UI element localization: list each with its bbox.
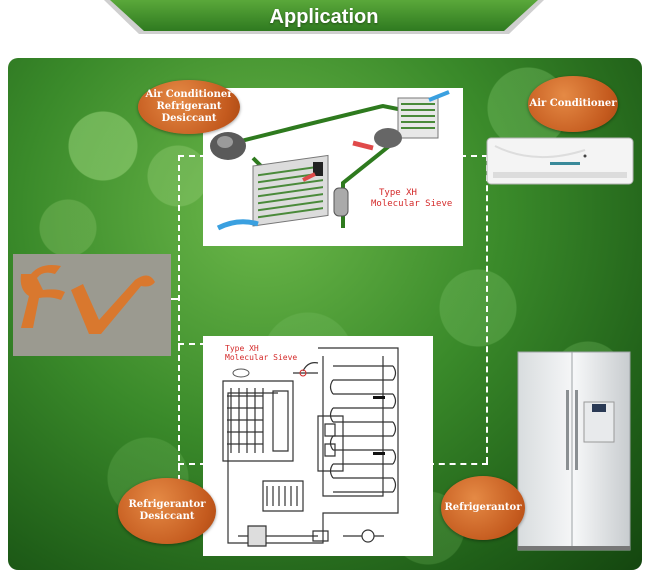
condenser-coil [252,154,329,227]
molecular-sieve-label: Type XH Molecular Sieve [371,188,453,209]
compressor-icon [210,132,246,160]
airflow-arrow-icon [216,219,259,231]
connector-line [168,298,180,300]
airflow-arrow-icon [352,140,374,151]
molecular-sieve-cylinder [333,187,349,217]
connector-line [486,155,488,463]
connector-line [460,155,488,157]
refrigerator-system-diagram: Type XH Molecular Sieve [203,336,433,556]
ac-system-diagram: Type XH Molecular Sieve [203,88,463,246]
banner-shape [104,0,544,34]
blower-fan-icon [374,128,402,148]
connector-line [178,463,206,465]
connector-line [178,343,206,345]
refrigerator-icon [516,350,632,555]
air-conditioner-icon [485,136,635,188]
molecular-sieve-label: Type XH Molecular Sieve [225,344,298,362]
logo-fv-icon [13,254,171,356]
refrigerator-circuit-drawing [222,347,399,547]
air-conditioner-label: Air Conditioner [528,76,618,132]
ac-desiccant-label: Air Conditioner Refrigerant Desiccant [138,80,240,134]
application-panel: Type XH Molecular Sieve Air Conditioner … [8,58,642,570]
connector-line [178,155,206,157]
connector-line [178,155,180,521]
ac-circuit-drawing [210,90,450,231]
airflow-arrow-icon [428,90,450,102]
page-title: Application [269,6,379,28]
connector-line [428,463,488,465]
refrigerator-label: Refrigerantor [441,476,525,540]
evaporator-coil [397,97,439,139]
refrigerator-desiccant-label: Refrigerantor Desiccant [118,478,216,544]
